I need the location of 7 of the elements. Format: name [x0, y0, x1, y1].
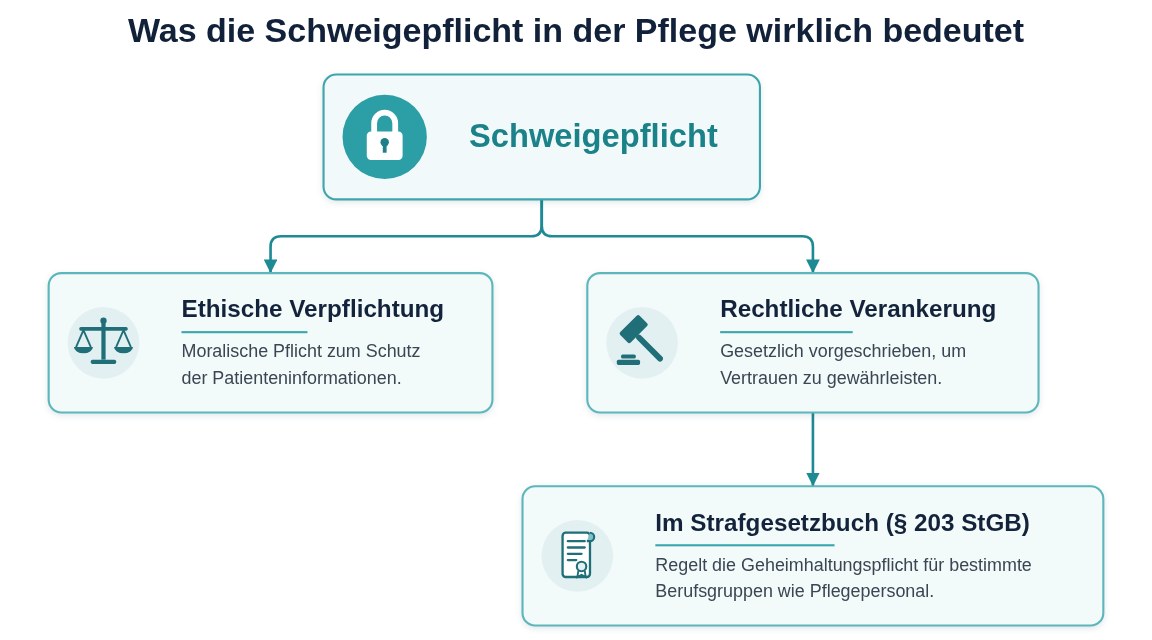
- node-description: Regelt die Geheimhaltungspflicht für bestimmte Berufsgruppen wie Pflegepersonal.: [655, 553, 1033, 603]
- arrow: [806, 412, 820, 487]
- node-description: Gesetzlich vorgeschrieben, um Vertrauen zu gewährleisten.: [720, 340, 968, 390]
- node-description: Moralische Pflicht zum Schutz der Patienteninformationen.: [181, 340, 422, 390]
- diagram-title: Was die Schweigepflicht in der Pflege wirklich bedeutet: [127, 10, 1025, 51]
- topic-title: Schweigepflicht: [469, 117, 718, 155]
- arrow: [540, 199, 820, 274]
